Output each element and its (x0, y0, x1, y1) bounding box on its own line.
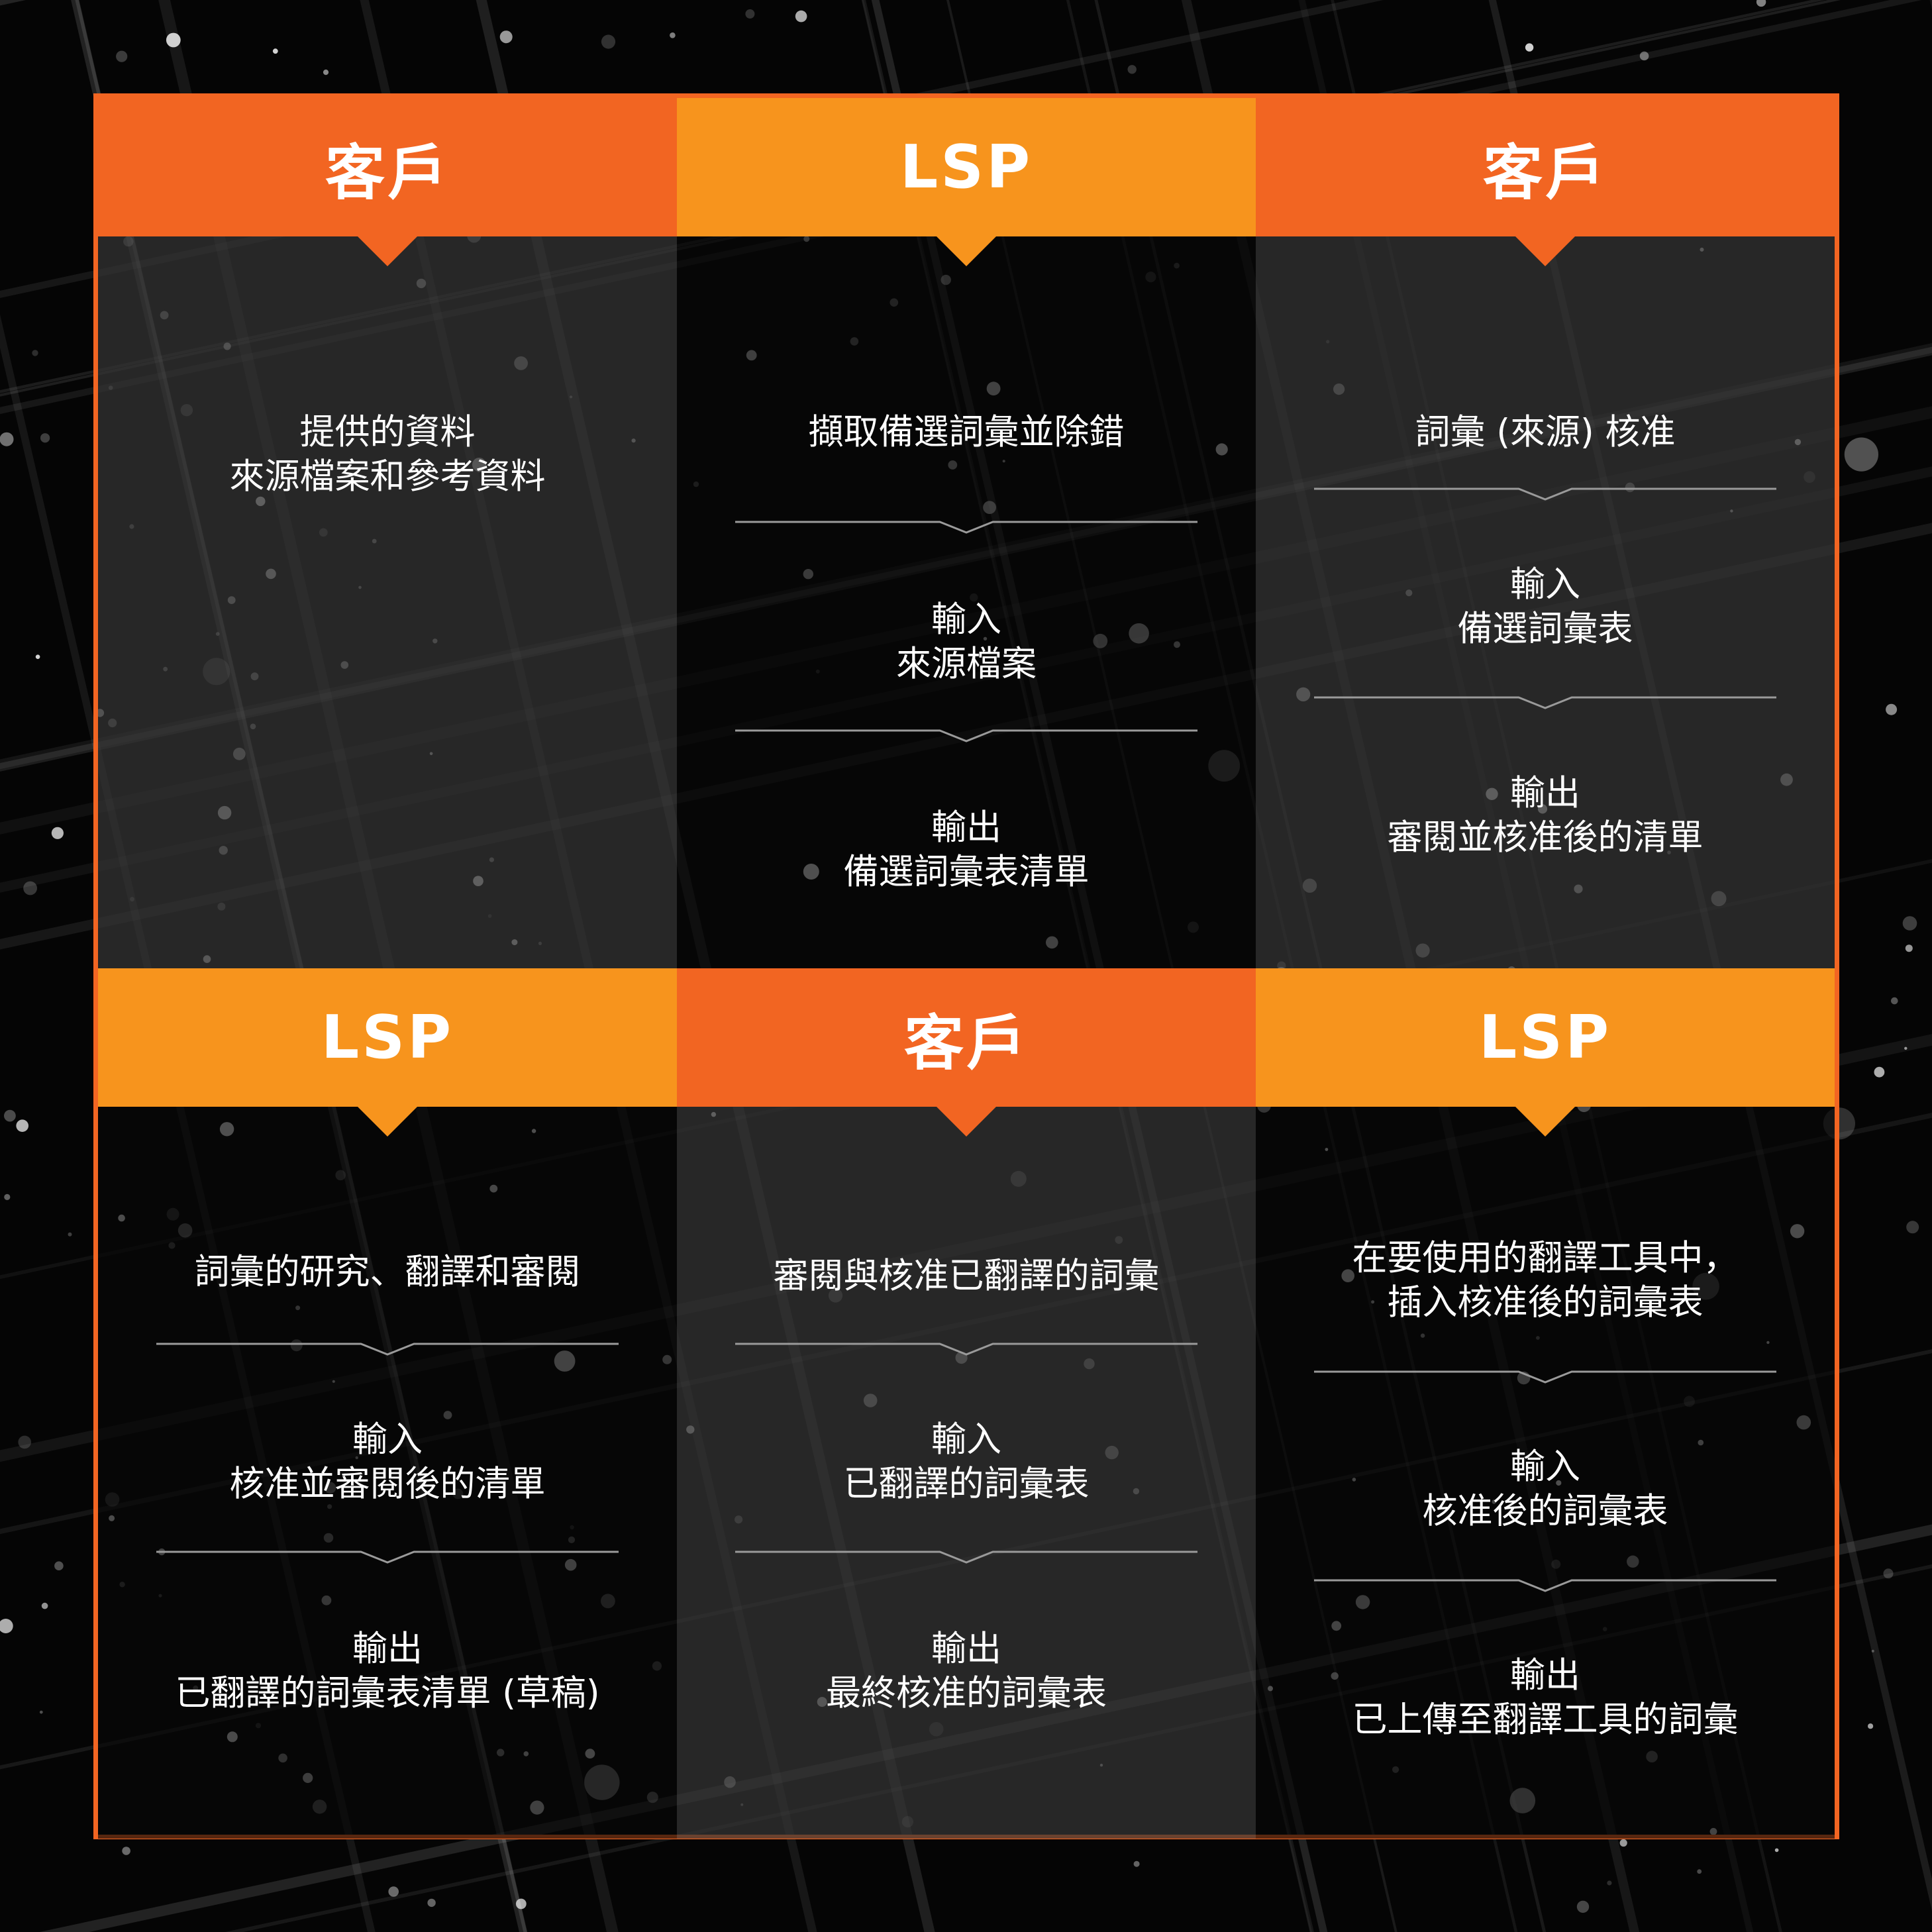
section-divider (1314, 696, 1776, 709)
task-text: 審閱與核准已翻譯的詞彙 (773, 1256, 1160, 1296)
header-pointer (1515, 1106, 1576, 1137)
output-text: 輸出 最終核准的詞彙表 (826, 1629, 1107, 1713)
output-text: 輸出 審閱並核准後的清單 (1387, 773, 1703, 858)
task-text: 提供的資料 來源檔案和參考資料 (229, 412, 546, 497)
header-pointer (357, 1106, 418, 1137)
header-pointer (936, 1106, 997, 1137)
output-text: 輸出 備選詞彙表清單 (843, 807, 1090, 892)
header-pointer (936, 236, 997, 266)
section-divider (1314, 1579, 1776, 1592)
task-text: 在要使用的翻譯工具中， 插入核准後的詞彙表 (1352, 1238, 1739, 1323)
section-divider (1314, 1370, 1776, 1384)
input-text: 輸入 核准並審閱後的清單 (229, 1419, 546, 1504)
step-5-client-review-translation: 客戶 審閱與核准已翻譯的詞彙 輸入 已翻譯的詞彙表 輸出 最終核准的詞彙表 (677, 968, 1256, 1839)
role-header: 客戶 (98, 98, 677, 236)
section-divider (735, 1551, 1197, 1564)
workflow-grid: 客戶 提供的資料 來源檔案和參考資料 LSP 擷取備選詞彙並除錯 輸入 來源檔案… (93, 93, 1839, 1839)
role-header: 客戶 (677, 968, 1256, 1107)
section-divider (156, 1551, 619, 1564)
output-text: 輸出 已上傳至翻譯工具的詞彙 (1352, 1655, 1739, 1740)
input-text: 輸入 核准後的詞彙表 (1422, 1447, 1668, 1531)
task-text: 詞彙 (來源) 核准 (1415, 412, 1676, 452)
output-text: 輸出 已翻譯的詞彙表清單 (草稿) (175, 1629, 600, 1713)
task-text: 擷取備選詞彙並除錯 (808, 412, 1125, 452)
step-6-lsp-insert-glossary: LSP 在要使用的翻譯工具中， 插入核准後的詞彙表 輸入 核准後的詞彙表 輸出 … (1256, 968, 1835, 1839)
role-header: LSP (1256, 968, 1835, 1107)
role-header: LSP (98, 968, 677, 1107)
input-text: 輸入 來源檔案 (896, 599, 1037, 684)
section-divider (1314, 487, 1776, 501)
role-header: LSP (677, 98, 1256, 236)
section-divider (156, 1343, 619, 1356)
section-divider (735, 521, 1197, 534)
role-header: 客戶 (1256, 98, 1835, 236)
step-3-client-source-approval: 客戶 詞彙 (來源) 核准 輸入 備選詞彙表 輸出 審閱並核准後的清單 (1256, 98, 1835, 968)
step-4-lsp-research-translate: LSP 詞彙的研究、翻譯和審閱 輸入 核准並審閱後的清單 輸出 已翻譯的詞彙表清… (98, 968, 677, 1839)
section-divider (735, 1343, 1197, 1356)
input-text: 輸入 已翻譯的詞彙表 (843, 1419, 1090, 1504)
step-1-client-provides-data: 客戶 提供的資料 來源檔案和參考資料 (98, 98, 677, 968)
section-divider (735, 729, 1197, 742)
header-pointer (357, 236, 418, 266)
header-pointer (1515, 236, 1576, 266)
input-text: 輸入 備選詞彙表 (1457, 564, 1633, 649)
task-text: 詞彙的研究、翻譯和審閱 (194, 1252, 581, 1292)
step-2-lsp-extract-terms: LSP 擷取備選詞彙並除錯 輸入 來源檔案 輸出 備選詞彙表清單 (677, 98, 1256, 968)
